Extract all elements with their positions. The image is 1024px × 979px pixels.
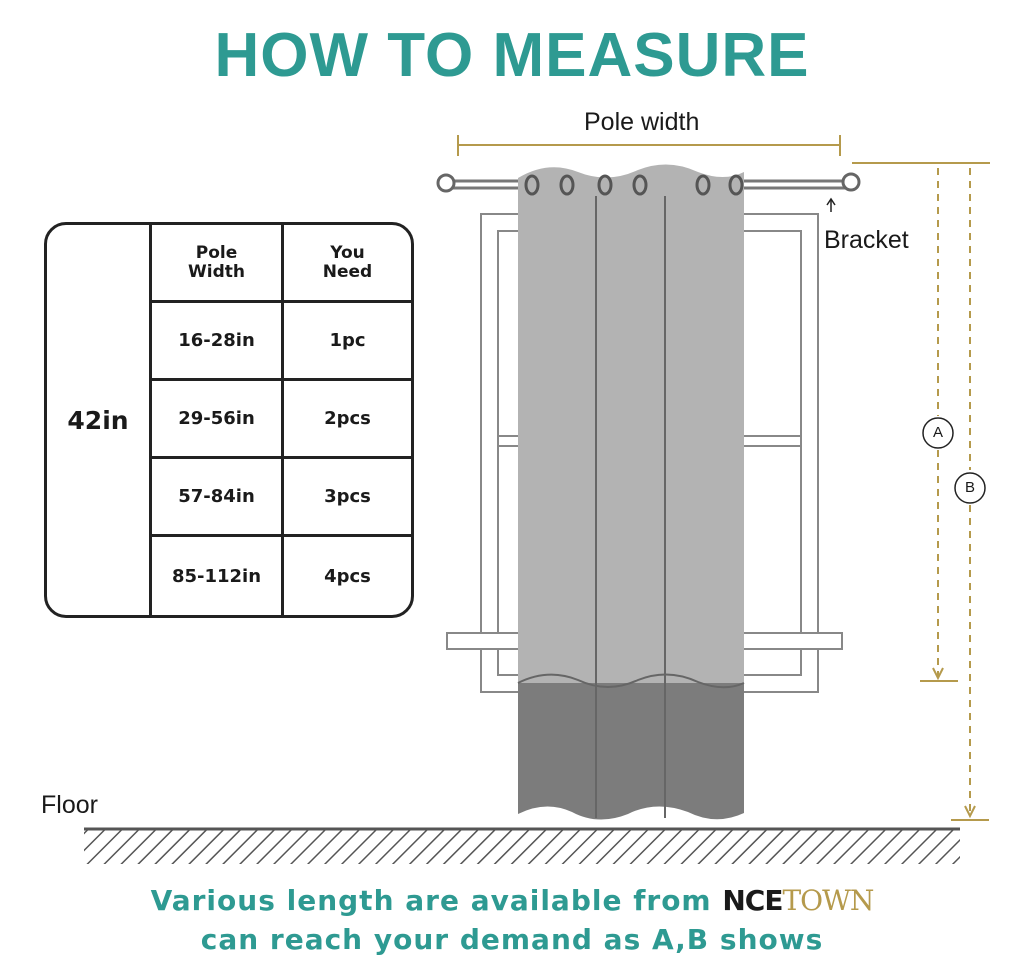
row-2-need: 2pcs xyxy=(284,381,411,459)
marker-b-icon xyxy=(954,472,986,504)
row-3-need: 3pcs xyxy=(284,459,411,537)
footer-line-2: can reach your demand as A,B shows xyxy=(200,923,824,956)
pole-width-label: Pole width xyxy=(584,108,700,136)
curtain-panel xyxy=(517,164,745,820)
row-1-width: 16-28in xyxy=(152,303,284,381)
row-2-width: 29-56in xyxy=(152,381,284,459)
row-4-need: 4pcs xyxy=(324,565,371,587)
pole-width-dimension xyxy=(457,135,841,156)
bracket-label: Bracket xyxy=(824,226,909,254)
footer-text-1: Various length are available from xyxy=(150,884,712,917)
bracket-arrow xyxy=(826,197,836,212)
floor-label: Floor xyxy=(41,791,98,819)
page-title: HOW TO MEASURE xyxy=(214,21,810,90)
size-table: 42in Pole Width You Need 16-28in 1pc 29-… xyxy=(44,222,414,618)
header-you-need: You Need xyxy=(284,225,411,303)
curtain-size-cell: 42in xyxy=(47,225,152,615)
header-pole-width: Pole Width xyxy=(152,225,284,303)
footer-line-1: Various length are available from NCETOW… xyxy=(0,884,1024,917)
row-3-width: 57-84in xyxy=(152,459,284,537)
brand-logo: NCETOWN xyxy=(722,884,874,917)
row-4-width: 85-112in xyxy=(152,537,284,615)
marker-a-label: A xyxy=(932,424,943,441)
size-grid: Pole Width You Need 16-28in 1pc 29-56in … xyxy=(152,225,411,615)
measure-lines xyxy=(852,162,990,821)
marker-a-icon xyxy=(922,417,954,449)
row-1-need: 1pc xyxy=(284,303,411,381)
floor-hatch xyxy=(84,827,960,864)
marker-b-label: B xyxy=(964,479,975,496)
